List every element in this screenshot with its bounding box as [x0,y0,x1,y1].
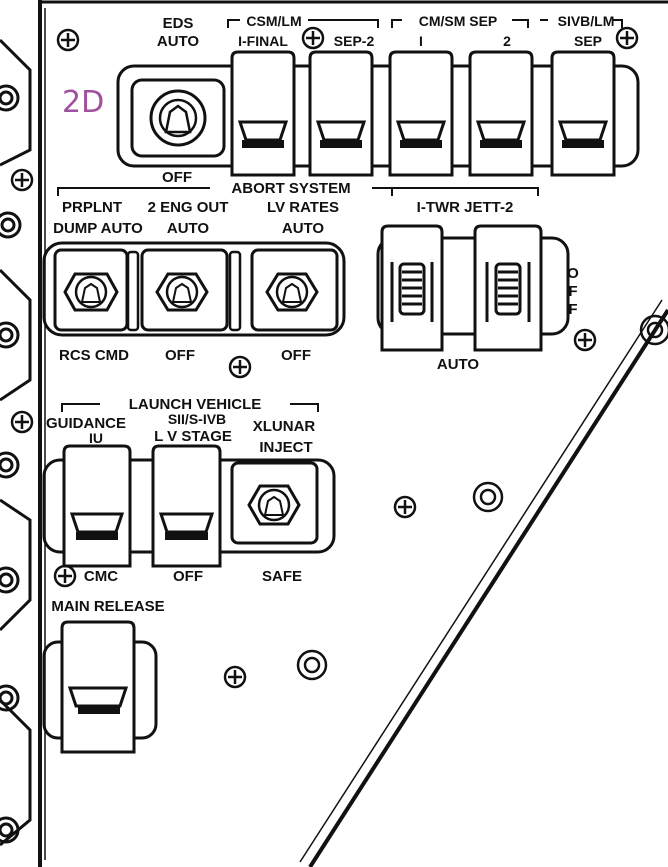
main-release-switch[interactable] [60,620,136,754]
guidance-iu-label: IU [89,430,103,446]
panel-id-tag: 2D [62,85,104,120]
eds-title-label: EDS [163,15,194,32]
panel-left-edge [0,38,32,847]
row1-plate [116,64,640,168]
lv-stage-label: L V STAGE [154,428,232,445]
twr-auto-label: AUTO [437,356,480,373]
eng-off-label: OFF [165,347,195,364]
abort-system-bracket [57,187,539,196]
twr-jett-plate [376,236,570,336]
two-eng-auto-label: AUTO [167,220,210,237]
screw-icon [10,168,34,192]
sivb-lm-sep-switch[interactable] [550,50,616,177]
safe-label: SAFE [262,568,302,585]
prplnt-dump-toggle-switch[interactable] [53,248,129,332]
twr-off-o-label: O [567,265,579,282]
cm-sm-sep-2-switch[interactable] [468,50,534,177]
eds-off-label: OFF [162,169,192,186]
cmc-label: CMC [84,568,118,585]
row1-group-brackets [227,19,623,28]
eds-auto-toggle-switch[interactable] [130,78,226,158]
lv-rates-label: LV RATES [267,199,339,216]
sivb-sep-label: SEP [574,33,602,49]
row2-plate [42,241,346,337]
cm-sm-2-label: 2 [503,33,511,49]
stage-off-label: OFF [173,568,203,585]
screw-icon [301,26,325,50]
lv-rates-toggle-switch[interactable] [250,248,339,332]
sii-sivb-label: SII/S-IVB [168,411,226,427]
screw-icon [53,564,77,588]
abort-system-label: ABORT SYSTEM [231,180,350,197]
launch-vehicle-label: LAUNCH VEHICLE [129,396,262,413]
csm-lm-final-sep-switch[interactable] [230,50,296,177]
csm-lm-label: CSM/LM [246,13,301,29]
guidance-label: GUIDANCE [46,415,126,432]
screw-icon [615,26,639,50]
twr-off-f2-label: F [568,301,577,318]
lv-rates-auto-label: AUTO [282,220,325,237]
screw-icon [573,328,597,352]
cm-sm-sep-label: CM/SM SEP [419,13,498,29]
dump-auto-label: DUMP AUTO [53,220,143,237]
cm-sm-sep-1-switch[interactable] [388,50,454,177]
inject-label: INJECT [259,439,312,456]
rates-off-label: OFF [281,347,311,364]
screw-icon [228,355,252,379]
panel-fasteners [296,314,668,681]
row2-dividers [126,250,242,332]
two-eng-out-toggle-switch[interactable] [140,248,229,332]
rcs-cmd-label: RCS CMD [59,347,129,364]
sep-2-label: SEP-2 [334,33,375,49]
panel-outline [38,0,668,867]
twr-jett-1-switch[interactable] [380,224,444,352]
screw-icon [393,495,417,519]
twr-jett-label: I-TWR JETT-2 [417,199,514,216]
main-release-label: MAIN RELEASE [51,598,164,615]
csm-lm-sep-2-switch[interactable] [308,50,374,177]
eds-auto-label: AUTO [157,33,200,50]
screw-icon [56,28,80,52]
sii-sivb-lv-stage-switch[interactable] [151,444,222,568]
twr-off-f1-label: F [568,283,577,300]
cm-sm-1-label: I [419,33,423,49]
screw-icon [10,410,34,434]
panel-screws [10,26,639,689]
guidance-iu-cmc-switch[interactable] [62,444,132,568]
i-final-label: I-FINAL [238,33,288,49]
prplnt-label: PRPLNT [62,199,122,216]
xlunar-label: XLUNAR [253,418,316,435]
xlunar-inject-toggle-switch[interactable] [230,461,319,545]
screw-icon [223,665,247,689]
two-eng-out-label: 2 ENG OUT [148,199,229,216]
launch-vehicle-bracket [61,403,319,412]
sivb-lm-label: SIVB/LM [558,13,615,29]
twr-jett-2-switch[interactable] [473,224,543,352]
